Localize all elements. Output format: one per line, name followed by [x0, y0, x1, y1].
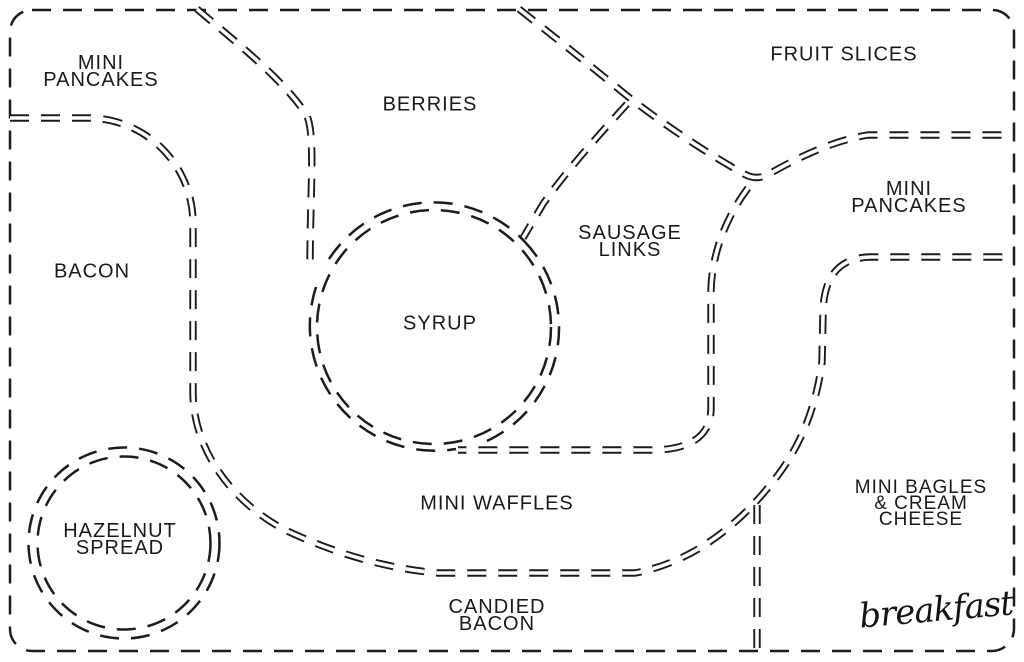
syrup-circle	[308, 201, 561, 453]
region-label-syrup: SYRUP	[403, 312, 477, 335]
label-line: PANCAKES	[43, 69, 159, 91]
region-label-mini-pancakes-top-left: MINI PANCAKES	[43, 52, 159, 91]
boundary-berries-sausage	[523, 104, 627, 238]
region-label-mini-waffles: MINI WAFFLES	[420, 492, 574, 515]
hazelnut-spread-circle	[27, 446, 221, 640]
label-line: BACON	[458, 613, 536, 635]
region-label-hazelnut-spread: HAZELNUT SPREAD	[63, 520, 177, 559]
label-line: CANDIED	[448, 596, 546, 618]
label-line: BACON	[53, 260, 131, 283]
boundary-fruit-slices-pancakes	[519, 9, 1004, 178]
label-line: BERRIES	[382, 93, 478, 116]
label-line: MINI BAGLES	[854, 477, 988, 498]
label-line: SYRUP	[403, 312, 477, 335]
region-label-bacon: BACON	[53, 260, 131, 283]
region-label-candied-bacon: CANDIED BACON	[448, 596, 546, 635]
label-line: PANCAKES	[851, 195, 967, 217]
region-label-fruit-slices: FRUIT SLICES	[770, 43, 918, 66]
label-line: SAUSAGE	[578, 222, 682, 244]
label-line: SPREAD	[75, 537, 165, 559]
region-label-mini-bagles-cream-cheese: MINI BAGLES & CREAM CHEESE	[854, 477, 988, 530]
label-line: MINI	[77, 52, 125, 74]
label-line: MINI WAFFLES	[420, 492, 574, 515]
label-line: CHEESE	[878, 509, 964, 530]
label-line: & CREAM	[874, 493, 968, 514]
boundary-berries-left	[197, 9, 312, 268]
board-outline	[8, 8, 1016, 653]
label-line: HAZELNUT	[63, 520, 177, 542]
label-line: FRUIT SLICES	[770, 43, 918, 66]
region-label-mini-pancakes-right: MINI PANCAKES	[851, 178, 967, 217]
label-line: MINI	[885, 178, 933, 200]
region-label-sausage-links: SAUSAGE LINKS	[578, 222, 682, 261]
label-line: LINKS	[598, 239, 662, 261]
region-label-berries: BERRIES	[382, 93, 478, 116]
